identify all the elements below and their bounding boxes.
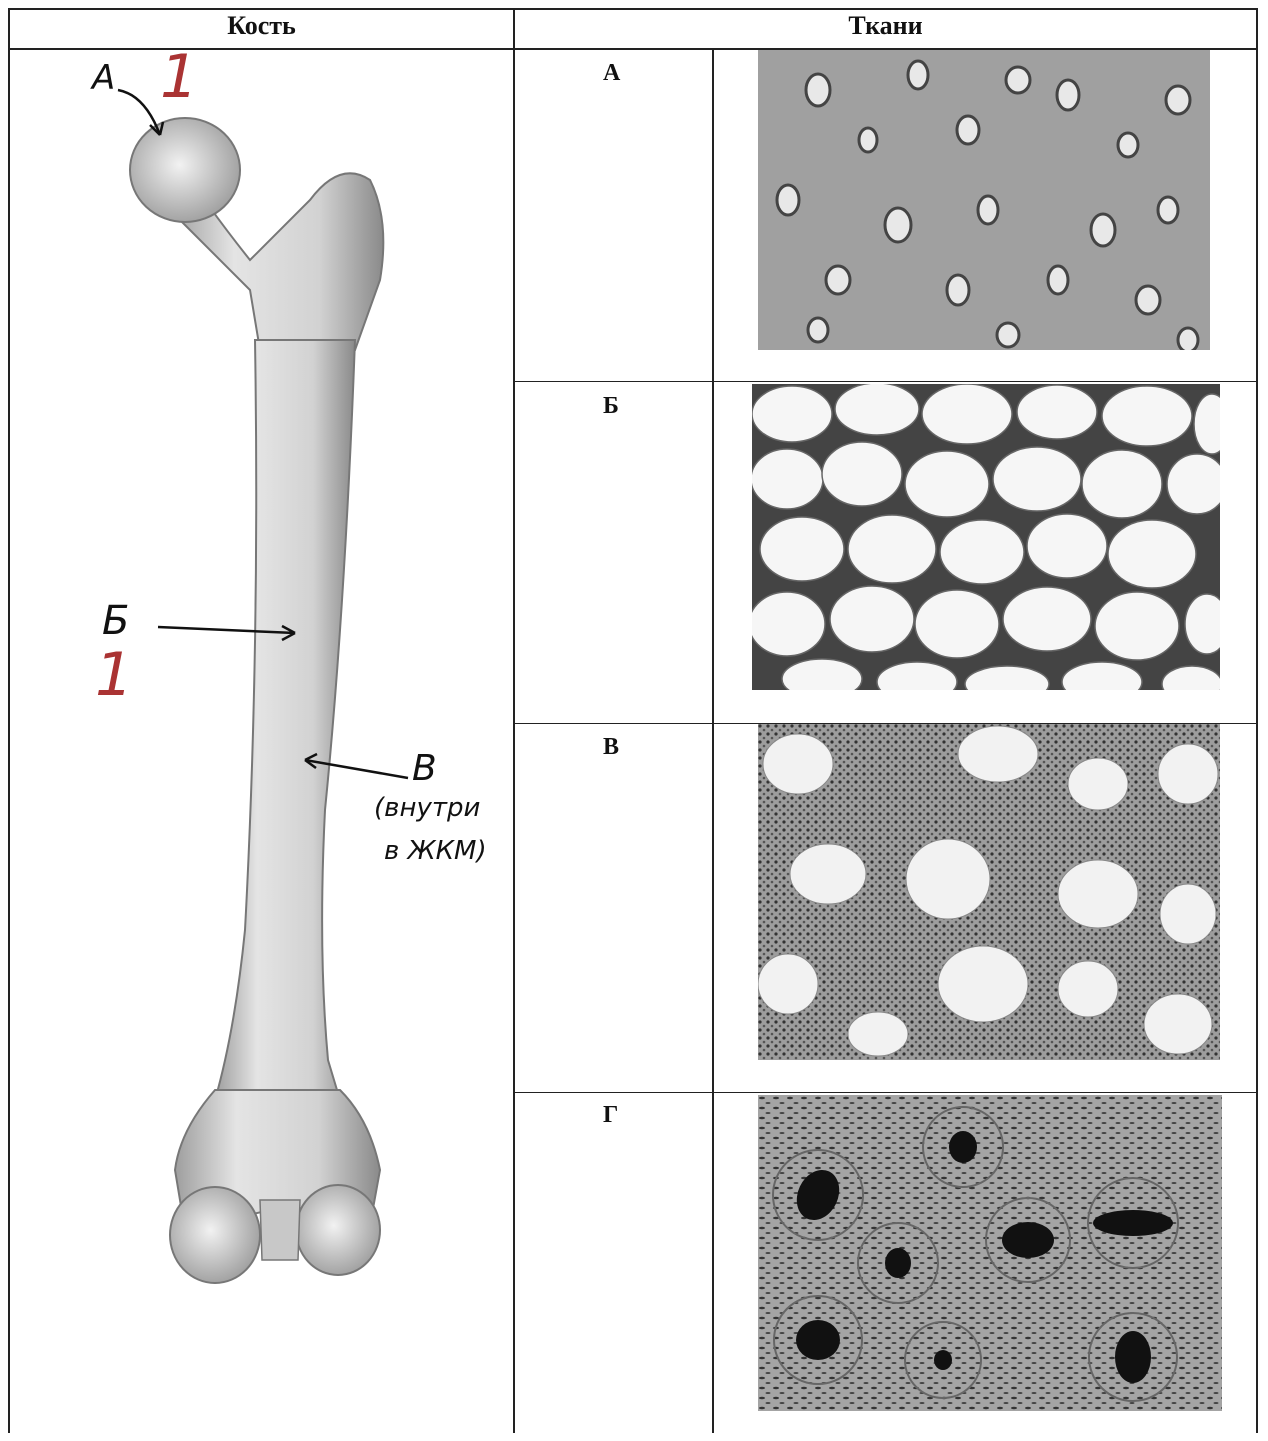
adipose-image xyxy=(752,384,1220,690)
tissue-label-v: В xyxy=(603,734,619,761)
table-middle-divider xyxy=(513,8,515,1433)
cartilage-image xyxy=(758,50,1210,350)
compact-bone-image xyxy=(758,1095,1222,1411)
tissue-label-a: А xyxy=(603,60,620,87)
micrograph-compact-bone xyxy=(758,1095,1222,1411)
micrograph-bone-marrow xyxy=(758,724,1220,1060)
femur-illustration xyxy=(10,50,513,1433)
bone-column-header: Кость xyxy=(10,11,513,41)
table-right-border xyxy=(1256,8,1258,1433)
annotation-b-letter: Б xyxy=(102,598,129,644)
score-mark-b: 1 xyxy=(95,640,133,710)
tissue-label-b: Б xyxy=(603,393,619,420)
row-divider-1 xyxy=(514,381,1258,382)
femur-drawing xyxy=(10,50,513,1433)
annotation-v-note-line1: (внутри xyxy=(374,793,480,823)
tissue-label-divider xyxy=(712,48,714,1433)
tissue-label-g: Г xyxy=(603,1102,618,1129)
annotation-v-letter: В xyxy=(412,748,437,789)
row-divider-3 xyxy=(514,1092,1258,1093)
bone-marrow-image xyxy=(758,724,1220,1060)
tissue-column-header: Ткани xyxy=(515,11,1256,41)
table-top-border xyxy=(8,8,1258,10)
micrograph-cartilage xyxy=(758,50,1210,350)
score-mark-a: 1 xyxy=(160,42,198,112)
annotation-v-note-line2: в ЖКМ) xyxy=(384,836,487,866)
annotation-a-letter: А xyxy=(92,58,115,98)
micrograph-adipose xyxy=(752,384,1220,690)
